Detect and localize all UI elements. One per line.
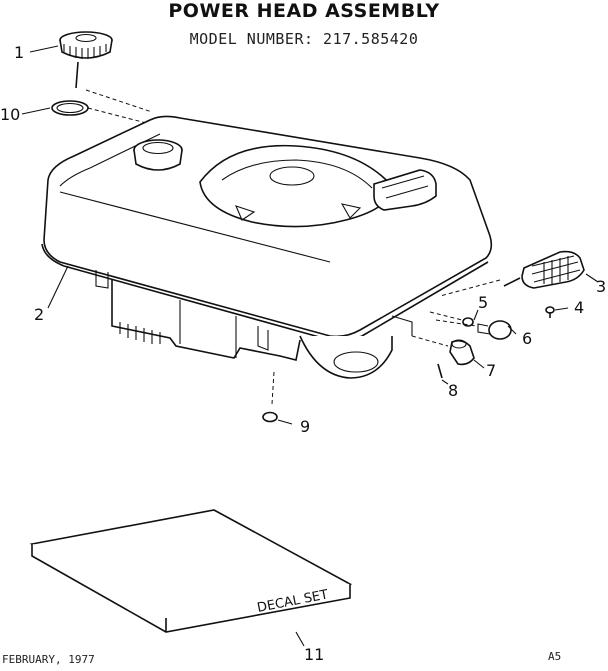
revision-date: FEBRUARY, 1977 xyxy=(2,653,95,666)
primer-cap-part xyxy=(411,335,485,369)
callout-2: 2 xyxy=(34,305,44,324)
callout-3: 3 xyxy=(596,277,606,296)
page-title: POWER HEAD ASSEMBLY xyxy=(168,0,440,22)
callout-5: 5 xyxy=(478,293,488,312)
model-number: MODEL NUMBER: 217.585420 xyxy=(189,30,419,48)
leader-3 xyxy=(585,273,599,283)
callout-9: 9 xyxy=(300,417,310,436)
page-code: A5 xyxy=(548,650,562,663)
callout-7: 7 xyxy=(486,361,496,380)
screw-part xyxy=(545,306,569,318)
choke-knob-part xyxy=(435,319,517,340)
decal-set-part: DECAL SET xyxy=(29,509,353,647)
callout-10: 10 xyxy=(0,105,20,124)
callout-1: 1 xyxy=(14,43,24,62)
gasket-ring-part xyxy=(51,89,159,127)
throttle-handle-part xyxy=(439,250,585,297)
callout-4: 4 xyxy=(574,298,584,317)
leader-2 xyxy=(47,265,69,309)
callout-8: 8 xyxy=(448,381,458,400)
callout-6: 6 xyxy=(522,329,532,348)
fuel-cap-part xyxy=(59,31,113,89)
callout-11: 11 xyxy=(304,645,324,664)
nut-part xyxy=(429,309,479,327)
engine-block-part xyxy=(95,270,413,379)
tank-housing-part xyxy=(41,115,493,343)
leader-1 xyxy=(29,45,59,53)
pin-part xyxy=(437,363,449,385)
o-ring-part xyxy=(262,371,293,425)
leader-10 xyxy=(21,107,51,115)
